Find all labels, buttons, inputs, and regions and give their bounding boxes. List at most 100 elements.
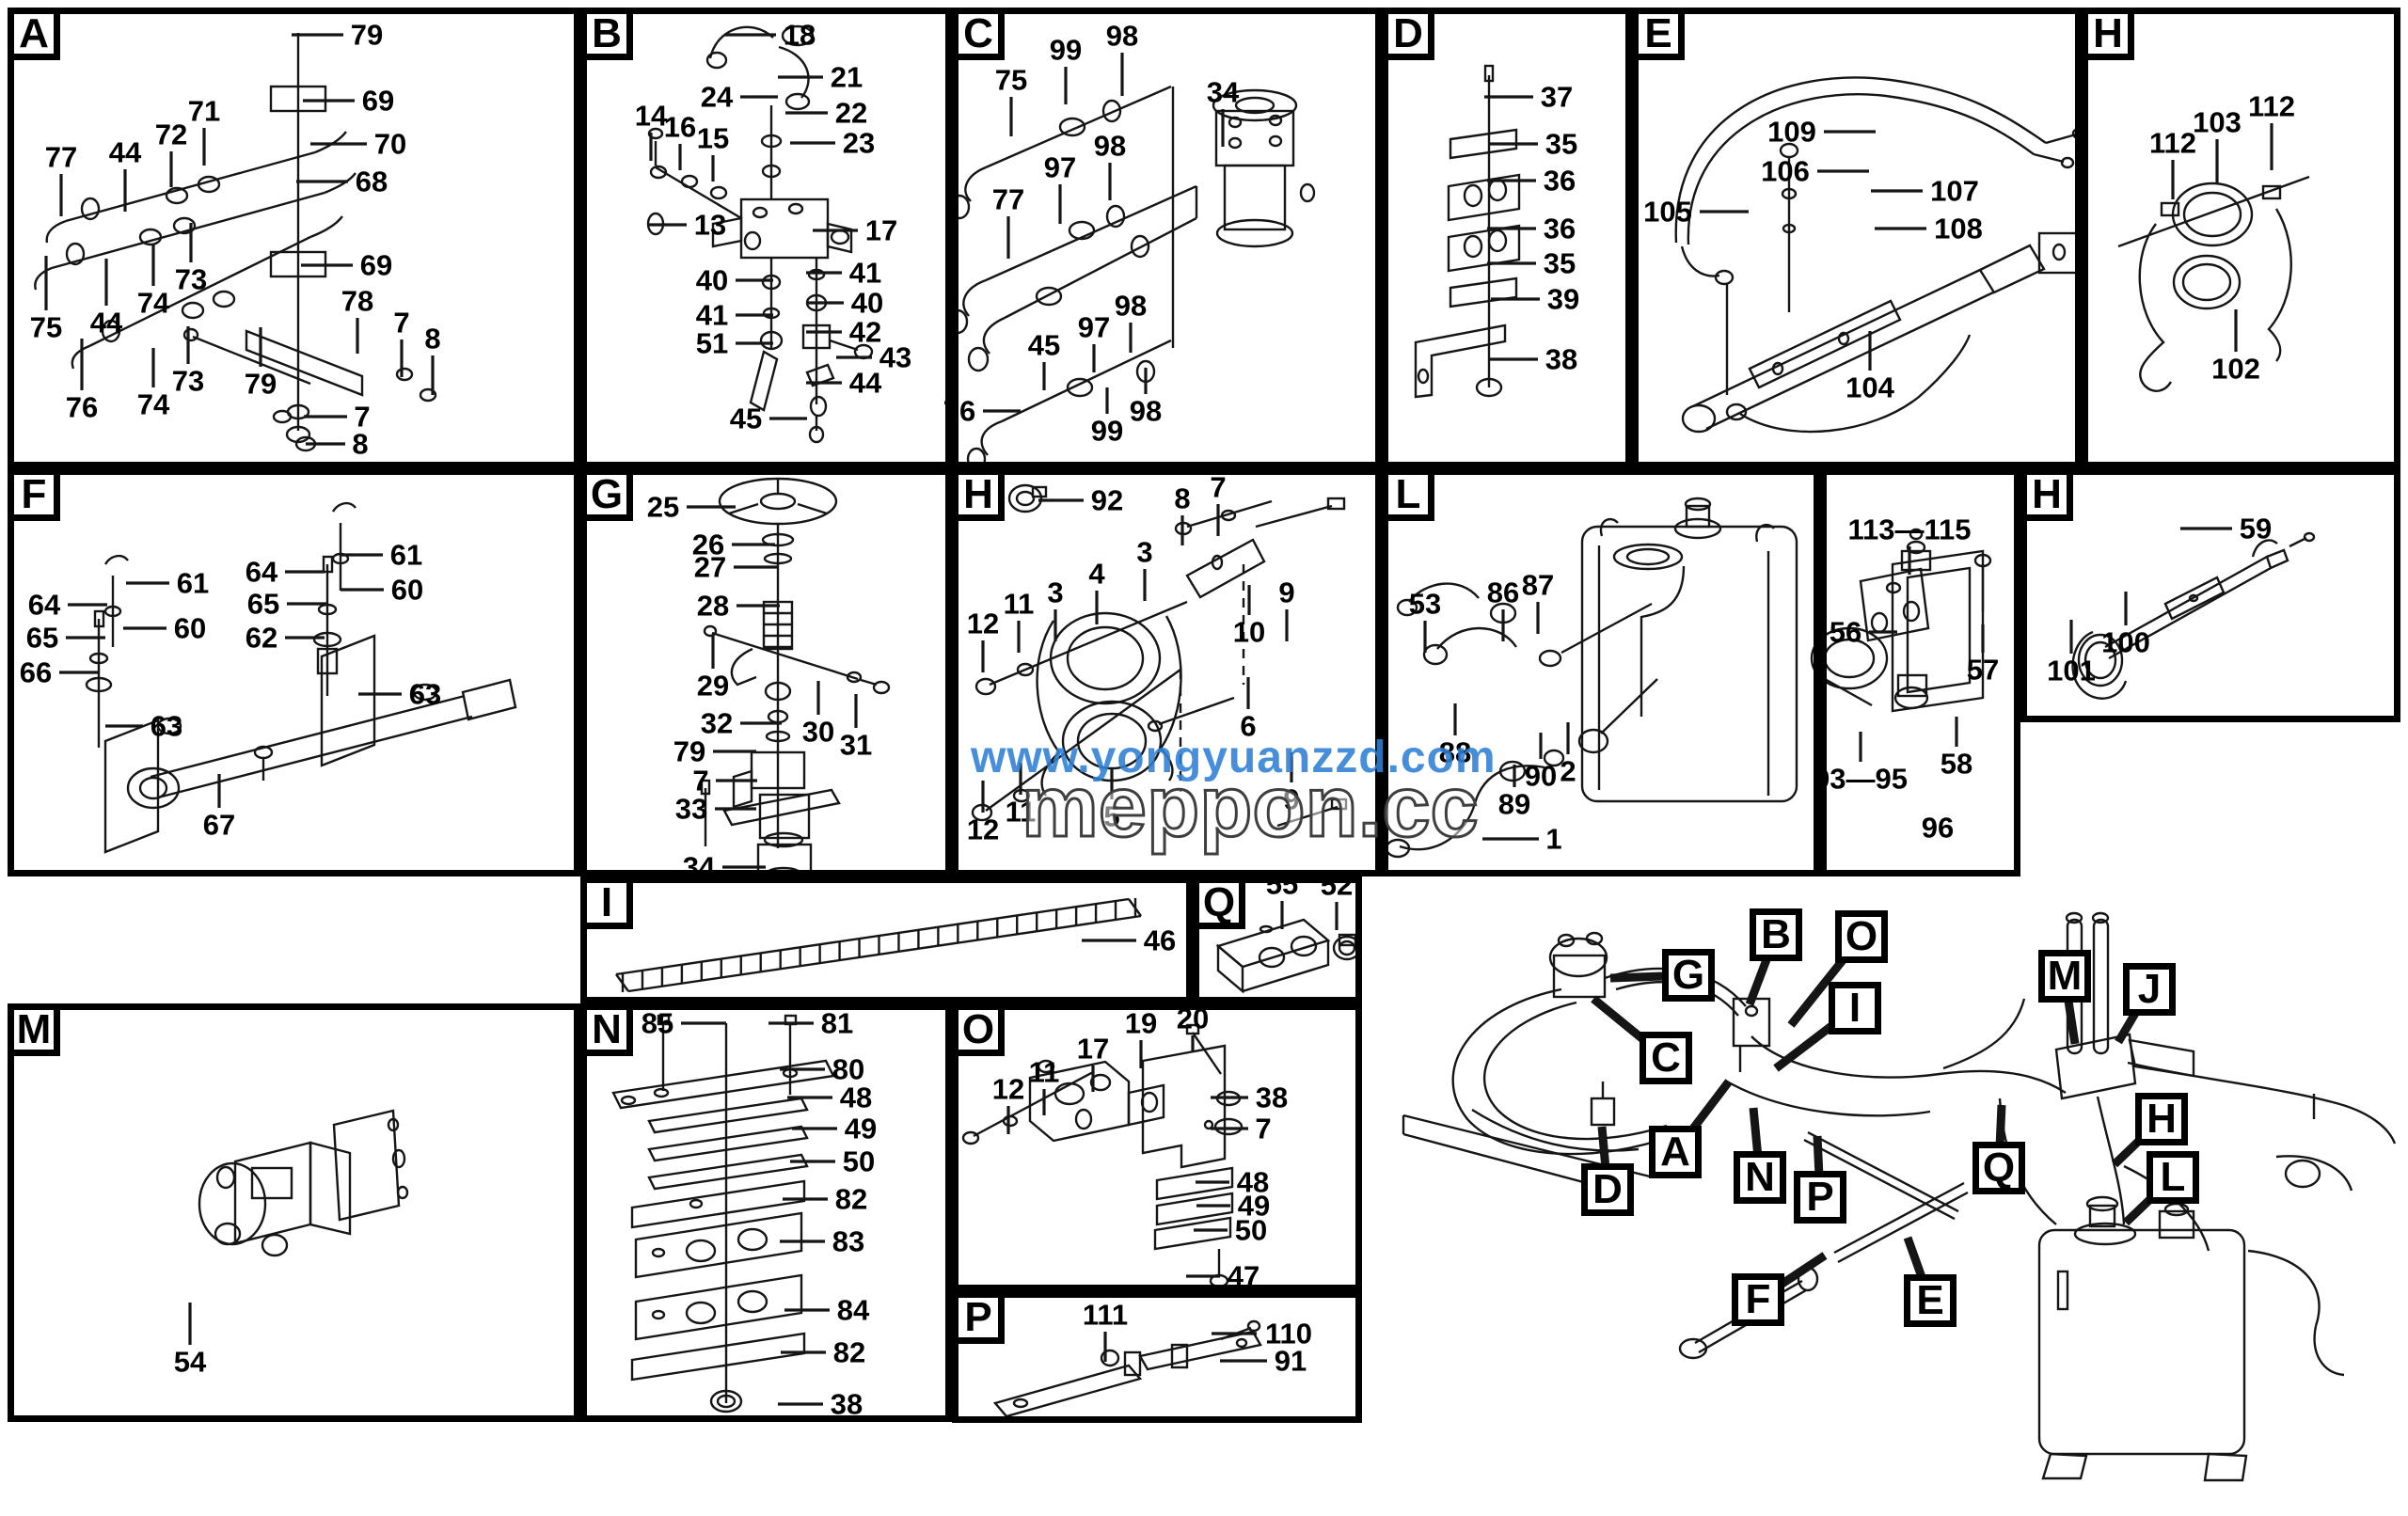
art-shape (1640, 565, 1686, 717)
art-shape (1973, 553, 1992, 568)
art-shape (2056, 1270, 2069, 1311)
part-number: 98 (1106, 20, 1138, 53)
art-shape (1015, 490, 1036, 507)
art-shape (1748, 299, 1902, 389)
art-shape (2289, 536, 2307, 548)
part-number: 39 (1547, 283, 1579, 316)
part-number: 112 (2149, 127, 2196, 160)
part-number: 86 (1487, 576, 1519, 609)
part-number: 49 (845, 1113, 877, 1145)
part-number: 8 (1174, 482, 1190, 515)
art-shape (737, 1289, 768, 1314)
art-shape (1896, 673, 1928, 698)
part-number: 14 (635, 100, 668, 133)
panel-letter-Q: Q (1193, 876, 1245, 929)
art-shape (1585, 931, 1604, 946)
art-shape (615, 897, 1130, 976)
assembly-letter-H: H (2135, 1093, 2188, 1145)
art-shape (65, 150, 316, 223)
part-number: 29 (697, 670, 729, 703)
art-shape (651, 1247, 666, 1258)
art-shape (45, 219, 67, 244)
part-number: 31 (840, 729, 872, 762)
art-shape (992, 1364, 1143, 1418)
part-number: 64 (28, 589, 61, 622)
art-shape (647, 1153, 809, 1191)
part-number: 40 (696, 264, 728, 297)
art-shape (1909, 528, 1924, 541)
art-shape (985, 85, 1172, 169)
art-shape (1215, 218, 1294, 248)
art-shape (634, 1273, 803, 1341)
panel-letter-F: F (8, 468, 60, 521)
part-number: 21 (831, 61, 863, 94)
part-number: 5 (1103, 800, 1119, 833)
part-number: 105 (1643, 196, 1692, 229)
art-shape (1012, 1398, 1029, 1409)
art-shape (1246, 1319, 1261, 1333)
art-shape (2138, 223, 2173, 392)
art-shape (1902, 600, 1921, 623)
part-number: 82 (833, 1336, 865, 1369)
art-shape (651, 1309, 666, 1320)
art-shape (309, 1141, 352, 1236)
part-number: 42 (849, 316, 881, 349)
art-shape (730, 647, 757, 687)
art-shape (829, 339, 859, 352)
art-shape (1031, 485, 1048, 498)
assembly-letter-L: L (2147, 1151, 2199, 1204)
art-shape (1002, 1114, 1019, 1128)
art-shape (967, 346, 990, 372)
part-number: 18 (784, 19, 816, 52)
part-number: 22 (835, 97, 867, 130)
assembly-letter-J: J (2123, 963, 2176, 1016)
art-shape (989, 600, 1188, 687)
part-number: 58 (1941, 748, 1972, 781)
art-shape (1054, 1082, 1085, 1106)
art-shape (1837, 331, 1850, 346)
panel-N (580, 1003, 952, 1422)
art-shape (80, 197, 101, 221)
part-number: 3 (1047, 576, 1063, 609)
art-shape (962, 278, 987, 317)
art-shape (1685, 504, 1711, 529)
part-number: 15 (697, 122, 729, 155)
art-shape (1600, 678, 1658, 734)
art-shape (419, 387, 437, 403)
art-shape (761, 164, 782, 179)
art-shape (1436, 626, 1518, 650)
art-shape (1906, 540, 1926, 555)
art-shape (309, 215, 343, 239)
art-shape (2088, 1204, 2116, 1228)
art-shape (689, 1198, 704, 1209)
panel-letter-M: M (8, 1003, 60, 1056)
art-shape (807, 268, 826, 281)
art-shape (1396, 598, 1418, 617)
part-number: 97 (1044, 151, 1076, 184)
art-shape (1577, 728, 1609, 754)
art-shape (705, 51, 728, 70)
assembly-letter-C: C (1640, 1032, 1692, 1084)
art-shape (1259, 924, 1274, 934)
art-shape (1771, 361, 1784, 376)
art-shape (1268, 114, 1283, 127)
part-number: 7 (354, 401, 370, 434)
part-number: 66 (20, 656, 52, 689)
assembly-letter-F: F (1732, 1273, 1784, 1326)
art-shape (826, 222, 853, 254)
art-shape (2188, 593, 2199, 603)
assembly-letter-B: B (1750, 908, 1802, 961)
art-shape (732, 769, 753, 809)
art-shape (1807, 1130, 1959, 1213)
art-shape (126, 766, 181, 810)
art-shape (2163, 576, 2226, 621)
art-shape (762, 307, 781, 320)
art-shape (985, 669, 1181, 812)
art-shape (1824, 677, 1873, 707)
art-shape (1242, 940, 1330, 993)
part-number: 27 (694, 551, 726, 584)
art-shape (2071, 630, 2128, 700)
art-shape (1705, 291, 1994, 431)
art-shape (784, 92, 811, 111)
art-shape (2261, 184, 2282, 200)
